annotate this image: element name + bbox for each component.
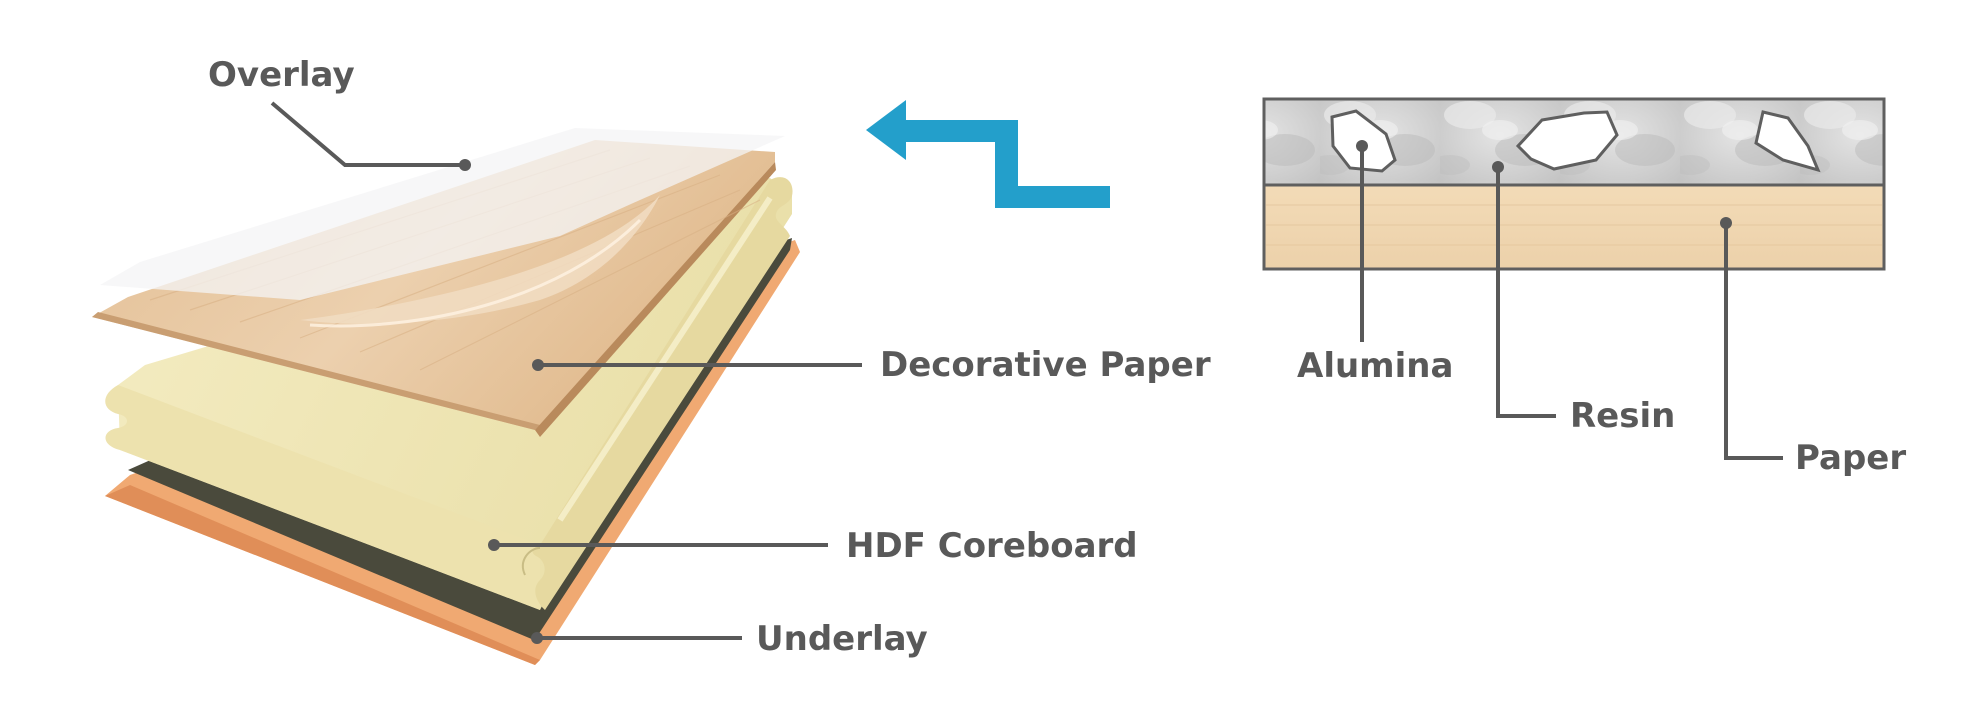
cross-section-illustration — [1262, 97, 1886, 271]
underlay-label: Underlay — [756, 619, 928, 659]
paper-label: Paper — [1795, 438, 1906, 478]
alumina-particle — [1515, 110, 1619, 171]
blue-step-arrow — [866, 100, 1110, 208]
paper-layer — [1262, 183, 1886, 271]
laminate-plank-illustration — [92, 128, 800, 665]
overlay-layer — [100, 128, 785, 300]
overlay-label: Overlay — [208, 55, 355, 95]
hdf-coreboard-label: HDF Coreboard — [846, 526, 1138, 566]
alumina-label: Alumina — [1297, 346, 1453, 386]
alumina-particle — [1754, 110, 1821, 173]
decorative-paper-label: Decorative Paper — [880, 345, 1211, 385]
resin-label: Resin — [1570, 396, 1675, 436]
arrow-head — [866, 100, 906, 160]
right-leader-lines — [1356, 140, 1783, 460]
left-leader-lines — [270, 101, 862, 644]
